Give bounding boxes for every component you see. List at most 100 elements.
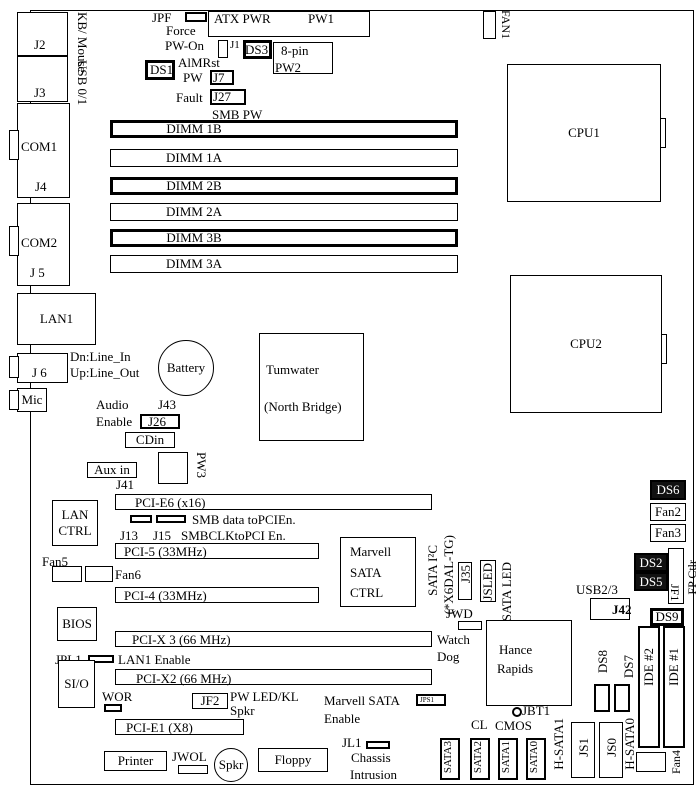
jwol-label: JWOL	[172, 749, 207, 764]
ds5-label: DS5	[639, 573, 663, 589]
j35-header	[458, 562, 472, 600]
pci-x2-label: PCI-X2 (66 MHz)	[136, 671, 232, 686]
j26-label: J26	[148, 414, 167, 429]
pci-5-slot	[115, 543, 319, 559]
ds8-label: DS8	[595, 650, 610, 674]
fp-ctrl-label: FP Ctlr	[685, 560, 699, 595]
dimm-label: DIMM 2A	[166, 204, 222, 219]
tumwater-label: Tumwater	[266, 362, 319, 377]
pci-e6-slot	[115, 494, 432, 510]
fan2-label: Fan2	[655, 504, 681, 519]
j15-label: J15	[153, 528, 172, 543]
sata2-port	[470, 738, 490, 780]
marvell-label: Marvell	[350, 544, 392, 559]
ide2-label: IDE #2	[641, 648, 656, 686]
pci-4-label: PCI-4 (33MHz)	[124, 588, 207, 603]
line-out-label: Up:Line_Out	[70, 365, 140, 380]
j41-label: J41	[116, 477, 135, 492]
ds9-label: DS9	[655, 609, 679, 624]
aux-in-label: Aux in	[94, 462, 130, 477]
j13-label: J13	[120, 528, 139, 543]
cl-label: CL	[471, 717, 488, 732]
jbt1-jumper	[512, 707, 522, 717]
fan5-header	[52, 566, 82, 582]
kb-mouse-label: KB/ Mouse	[75, 12, 90, 73]
hance-label: Hance	[499, 642, 533, 657]
smb-clk-label: SMBCLKtoPCI En.	[181, 528, 286, 543]
pw-on-label: PW-On	[165, 38, 204, 53]
fan5-label: Fan5	[42, 554, 68, 569]
force-label: Force	[166, 23, 196, 38]
dimm-label: DIMM 3B	[166, 230, 222, 245]
sata0-label: SATA0	[528, 741, 540, 774]
aux-in-header: Aux in	[87, 462, 137, 478]
dimm-2a-slot: DIMM 2A	[110, 203, 458, 221]
sata0-port	[526, 738, 546, 780]
smb-pw-label: SMB PW	[212, 107, 263, 122]
com2-shell	[9, 226, 19, 256]
j27-label: J27	[213, 89, 232, 104]
audio-jack-shell	[9, 356, 19, 378]
lan1-enable-label: LAN1 Enable	[118, 652, 191, 667]
jl1-label: JL1	[342, 735, 362, 750]
marvell-sata-label: Marvell SATA	[324, 693, 400, 708]
dimm-label: DIMM 2B	[166, 178, 222, 193]
sata1-label: SATA1	[500, 741, 512, 774]
lan-ctrl-label-a: LAN	[61, 507, 89, 522]
lan1-port: LAN1	[17, 293, 96, 345]
speaker: Spkr	[214, 748, 248, 782]
pw2-label: PW2	[275, 60, 301, 75]
pw-led-label: PW LED/KL	[230, 689, 299, 704]
south-bridge-chip	[486, 620, 572, 706]
jwd-label: JWD	[446, 606, 473, 621]
jsled-header	[480, 560, 496, 602]
cdin-header: CDin	[125, 432, 175, 448]
watch-label: Watch	[437, 632, 470, 647]
line-in-label: Dn:Line_In	[70, 349, 131, 364]
j4-label: J4	[35, 179, 47, 194]
usb01-label: USB 0/1	[75, 60, 90, 106]
8pin-label: 8-pin	[281, 43, 309, 58]
bios-label: BIOS	[62, 616, 92, 631]
ds7-label: DS7	[621, 655, 636, 679]
printer-label: Printer	[117, 753, 154, 768]
cpu2-lever	[661, 334, 667, 364]
j2-label: J2	[34, 37, 46, 52]
lan1-label: LAN1	[39, 311, 74, 326]
pci-e1-label: PCI-E1 (X8)	[126, 720, 193, 735]
dimm-3a-slot: DIMM 3A	[110, 255, 458, 273]
fan6-header	[85, 566, 113, 582]
sata1-port	[498, 738, 518, 780]
atx-power-connector	[208, 11, 370, 37]
pw3-connector	[158, 452, 188, 484]
fan2-header: Fan2	[650, 503, 686, 521]
j6-label: J 6	[32, 365, 47, 380]
jf2-label: JF2	[200, 693, 220, 708]
battery: Battery	[158, 340, 214, 396]
jpf-label: JPF	[152, 10, 172, 25]
ds3-led	[243, 40, 272, 59]
jpl1-jumper	[88, 655, 114, 663]
usb23-label: USB2/3	[576, 582, 618, 597]
north-bridge-label: (North Bridge)	[264, 399, 342, 414]
pci-4-slot	[115, 587, 319, 603]
cdin-label: CDin	[135, 432, 165, 447]
sio-chip: SI/O	[58, 660, 95, 708]
marvell-ctrl-label: CTRL	[350, 585, 384, 600]
cmos-label: CMOS	[495, 718, 532, 733]
bios-chip: BIOS	[57, 607, 97, 641]
j35-label: J35	[458, 565, 473, 584]
j26-header	[140, 414, 180, 429]
battery-label: Battery	[166, 360, 206, 375]
com1-shell	[9, 130, 19, 160]
smb-data-label: SMB data toPCIEn.	[192, 512, 296, 527]
js1-port	[571, 722, 595, 778]
ds5-led: DS5	[634, 572, 668, 591]
ide2-connector	[638, 626, 660, 748]
sata3-port	[440, 738, 460, 780]
marvell-enable-label: Enable	[324, 711, 361, 726]
audio-label: Audio	[96, 397, 129, 412]
dimm-label: DIMM 3A	[166, 256, 222, 271]
sata-i2c-label: SATA I²C	[425, 545, 440, 596]
